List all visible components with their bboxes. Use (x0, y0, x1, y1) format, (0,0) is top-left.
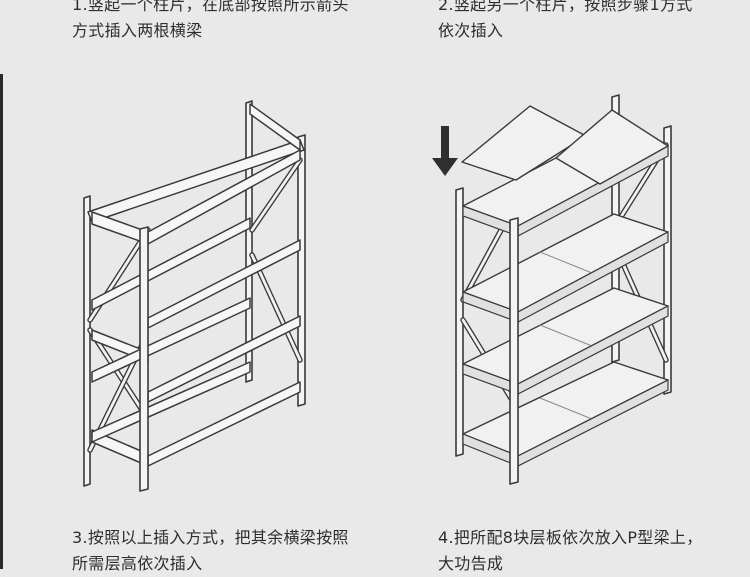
shelf-front-left-post (510, 218, 518, 484)
shelf-with-boards (432, 95, 671, 484)
frame-front-left-post (140, 227, 148, 491)
step-3-caption: 3.按照以上插入方式，把其余横梁按照 所需层高依次插入 (72, 525, 349, 577)
step-3-line-2: 所需层高依次插入 (72, 551, 349, 577)
step-4-line-1: 4.把所配8块层板依次放入P型梁上， (438, 525, 703, 551)
step-4-caption: 4.把所配8块层板依次放入P型梁上， 大功告成 (438, 525, 703, 577)
frame-without-boards (84, 101, 305, 491)
step-3-line-1: 3.按照以上插入方式，把其余横梁按照 (72, 525, 349, 551)
frame-far-right-post (298, 135, 305, 406)
step-4-line-2: 大功告成 (438, 551, 703, 577)
down-arrow-icon (432, 126, 458, 176)
frame-back-left-post (84, 196, 90, 486)
